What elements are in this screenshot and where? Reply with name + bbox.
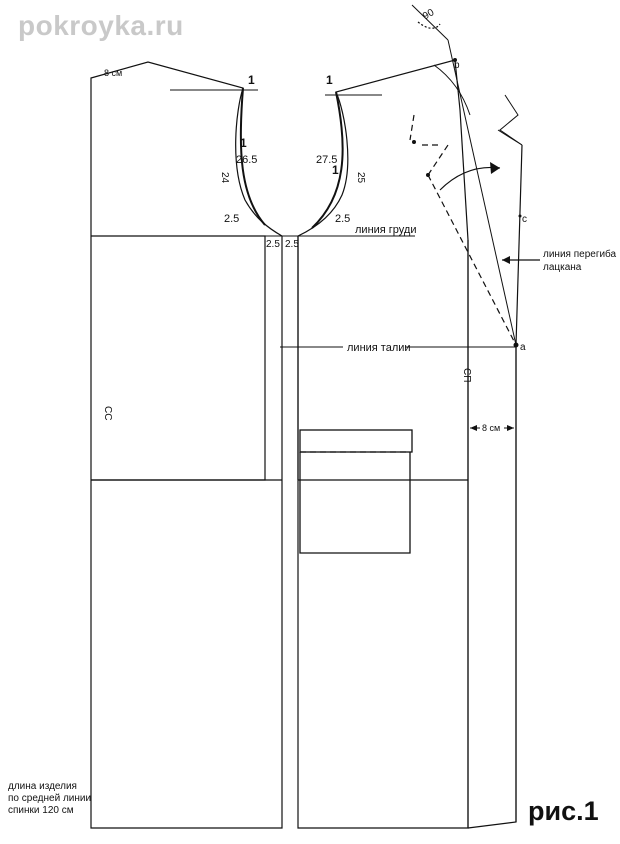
shoulder-width-label: 8 см	[104, 68, 122, 78]
armhole-right-side: 25	[355, 172, 366, 184]
grain-front-label: СП	[461, 368, 472, 382]
lapel-offset-label: 8 см	[482, 423, 500, 433]
lapel-fold-label-2: лацкана	[543, 262, 582, 273]
lapel-to-point	[497, 129, 523, 146]
note-line-2: по средней линии	[8, 793, 92, 804]
pocket-flap	[299, 429, 413, 453]
under-arm-right: 2.5	[335, 213, 350, 225]
armhole-left-depth: 26.5	[236, 154, 257, 166]
armhole-curve-right	[311, 91, 344, 229]
armhole-right-depth: 27.5	[316, 154, 337, 166]
revers-dashed-top	[409, 114, 440, 146]
neck-mark-right: 1	[326, 73, 333, 87]
lapel-label-arrow-head	[502, 256, 510, 264]
point-c-marker	[518, 214, 522, 218]
bust-line-label: линия груди	[355, 224, 417, 236]
point-b-label: b	[454, 60, 460, 71]
grain-back-label: СС	[102, 406, 113, 420]
angle-arc	[417, 21, 441, 29]
collar-stand	[433, 64, 471, 116]
length-note: длина изделия по средней линии спинки 12…	[8, 781, 113, 817]
notch-marker-1	[412, 140, 416, 144]
offset-arrow-left	[470, 425, 477, 431]
note-line-1: длина изделия	[8, 781, 77, 792]
armhole-mark-right: 1	[332, 163, 339, 177]
point-a-label: a	[520, 342, 526, 353]
front-outline	[297, 59, 469, 829]
revers-dashed-line	[427, 144, 517, 346]
under-arm-left: 2.5	[224, 213, 239, 225]
point-c-label: c	[522, 214, 527, 225]
side-left: 2.5	[266, 239, 280, 250]
back-outline	[90, 61, 283, 829]
pocket-bag	[299, 452, 411, 554]
back-armhole-block	[91, 235, 266, 481]
point-b-marker	[453, 58, 457, 62]
top-corner-line	[411, 4, 449, 41]
armhole-curve-left	[239, 87, 266, 226]
site-watermark: pokroyka.ru	[18, 10, 184, 41]
offset-arrow-right	[507, 425, 514, 431]
lapel-fold-line	[447, 39, 517, 346]
figure-label: рис.1	[528, 796, 599, 826]
lapel-fold-label-1: линия перегиба	[543, 248, 617, 260]
fold-arrow-head	[490, 162, 500, 174]
note-line-3: спинки 120 см	[8, 805, 74, 816]
point-a-marker	[513, 342, 519, 348]
lapel-extension	[467, 144, 523, 829]
front-armhole-block	[297, 236, 468, 481]
armhole-left-side: 24	[219, 172, 230, 184]
lapel-notch	[499, 94, 523, 146]
side-right: 2.5	[285, 239, 299, 250]
neck-mark-left: 1	[248, 73, 255, 87]
notch-marker-2	[426, 173, 430, 177]
armhole-mark-left: 1	[240, 136, 247, 150]
angle-label: 90	[421, 7, 437, 22]
waist-line-label: линия талии	[347, 342, 411, 354]
